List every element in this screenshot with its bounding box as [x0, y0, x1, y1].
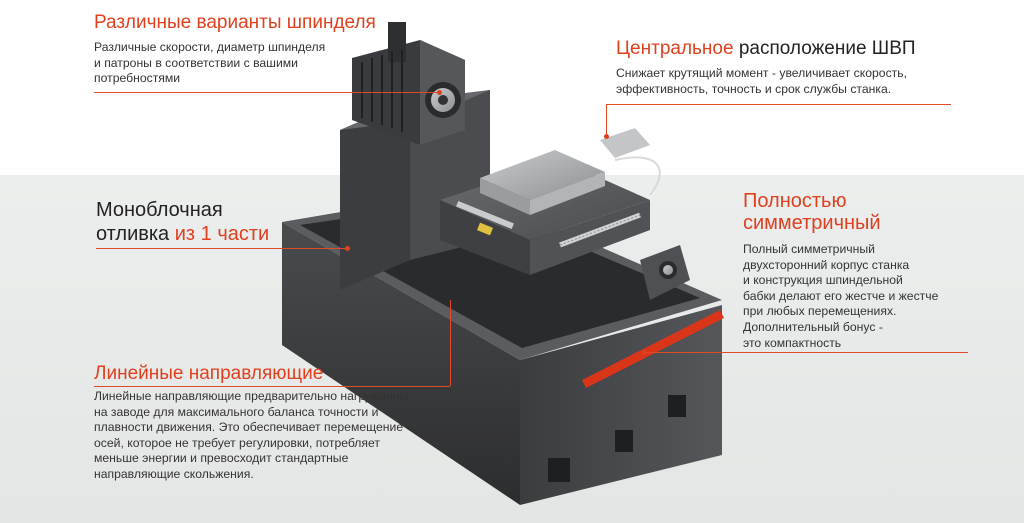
spindle-desc-line: потребностями [94, 71, 181, 86]
casting-line-2-accent: из 1 части [174, 223, 270, 245]
symmetric-title-line: Полностью [743, 190, 847, 212]
guides-title: Линейные направляющие [94, 363, 324, 384]
spindle-desc-line: Различные скорости, диаметр шпинделя [94, 40, 326, 54]
casting-annotation: Моноблочная отливка из 1 части [96, 198, 269, 246]
symmetric-desc-line: Полный симметричный [743, 242, 875, 256]
ballscrew-leader-line [606, 104, 951, 105]
symmetric-desc-line: Дополнительный бонус - [743, 319, 883, 334]
symmetric-leader-line [645, 352, 968, 353]
spindle-marker [437, 90, 442, 95]
guides-leader-line [94, 386, 450, 387]
spindle-desc-line: и патроны в соответствии с вашими [94, 55, 298, 70]
ballscrew-marker [604, 134, 609, 139]
cross-slide [440, 128, 690, 300]
guides-desc-line: Линейные направляющие предварительно наг… [94, 389, 409, 403]
spindle-annotation: Различные варианты шпинделя Различные ск… [94, 12, 376, 87]
ballscrew-description: Снижает крутящий момент - увеличивает ск… [616, 66, 916, 97]
guides-desc-line: плавности движения. Это обеспечивает пер… [94, 420, 404, 435]
ballscrew-leader-vertical [606, 104, 607, 136]
symmetric-desc-line: бабки делают его жестче и жестче [743, 288, 939, 303]
background-top [0, 0, 1024, 175]
guides-desc-line: осей, которое не требует регулировки, по… [94, 435, 380, 450]
spindle-leader-line [94, 92, 439, 93]
symmetric-desc-line: двухсторонний корпус станка [743, 257, 910, 272]
symmetric-marker [642, 350, 647, 355]
ballscrew-annotation: Центральное расположение ШВП Снижает кру… [616, 38, 916, 97]
casting-line-1: Моноблочная [96, 199, 223, 221]
guides-annotation: Линейные направляющие [94, 363, 323, 385]
guides-desc-line: меньше энергии и превосходит стандартные [94, 451, 349, 466]
symmetric-desc-line: это компактность [743, 335, 842, 350]
symmetric-description: Полный симметричный двухсторонний корпус… [743, 242, 938, 351]
guides-desc-line: на заводе для максимального баланса точн… [94, 404, 379, 419]
casting-line-2: отливка [96, 223, 175, 245]
casting-leader-line [96, 248, 348, 249]
guides-desc-line: направляющие скольжения. [94, 466, 254, 481]
guides-description: Линейные направляющие предварительно наг… [94, 389, 408, 483]
symmetric-desc-line: при любых перемещениях. [743, 304, 897, 319]
ballscrew-desc-line: эффективность, точность и срок службы ст… [616, 81, 892, 96]
symmetric-desc-line: и конструкция шпиндельной [743, 273, 903, 288]
symmetric-title-line: симметричный [743, 212, 881, 234]
ballscrew-title: расположение ШВП [733, 38, 916, 59]
spindle-description: Различные скорости, диаметр шпинделя и п… [94, 40, 376, 87]
guides-leader-vertical [450, 300, 451, 386]
spindle-title: Различные варианты шпинделя [94, 12, 376, 33]
symmetric-annotation: Полностью симметричный Полный симметричн… [743, 190, 938, 351]
casting-marker [345, 246, 350, 251]
ballscrew-desc-line: Снижает крутящий момент - увеличивает ск… [616, 66, 907, 80]
ballscrew-title-accent: Центральное [616, 38, 734, 59]
